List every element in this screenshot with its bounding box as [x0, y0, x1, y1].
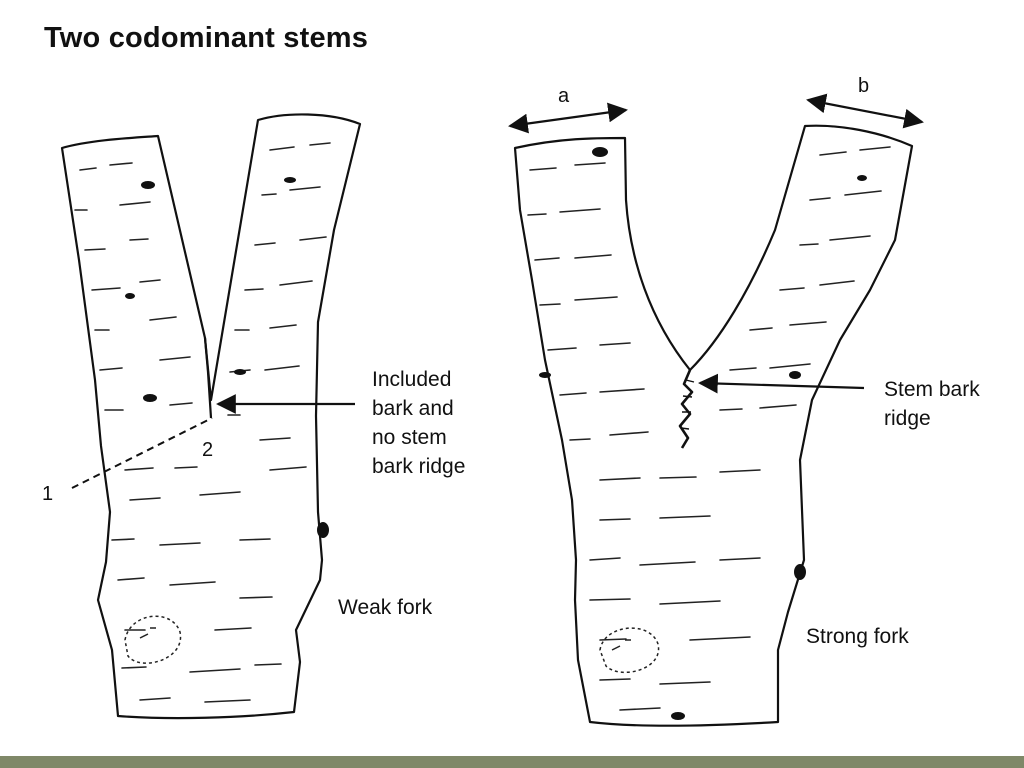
stem-bark-ridge-label: Stem bark ridge: [884, 378, 986, 430]
weak-fork-caption: Weak fork: [338, 596, 433, 619]
marker-2: 2: [202, 439, 213, 461]
included-bark-line: bark ridge: [372, 455, 465, 478]
marker-1: 1: [42, 483, 53, 505]
stem-bark-ridge-arrow: [698, 373, 865, 394]
strong-fork-trunk-drawing: [513, 124, 914, 727]
dashed-line-1-to-2: [71, 417, 213, 489]
width-arrow-b: [806, 93, 924, 129]
included-bark-line: Included: [372, 368, 451, 391]
width-label-b: b: [858, 75, 869, 97]
width-label-a: a: [558, 85, 570, 107]
slide-title: Two codominant stems: [44, 22, 369, 54]
included-bark-line: no stem: [372, 426, 447, 449]
included-bark-line: bark and: [372, 397, 454, 420]
strong-fork-caption: Strong fork: [806, 625, 909, 648]
included-bark-label: Included bark and no stem bark ridge: [372, 368, 465, 478]
footer-bar: [0, 756, 1024, 768]
stem-bark-ridge-line: ridge: [884, 407, 931, 430]
stem-bark-ridge-line: Stem bark: [884, 378, 980, 401]
weak-fork-trunk-drawing: [60, 113, 362, 720]
width-arrow-a: [508, 102, 628, 134]
